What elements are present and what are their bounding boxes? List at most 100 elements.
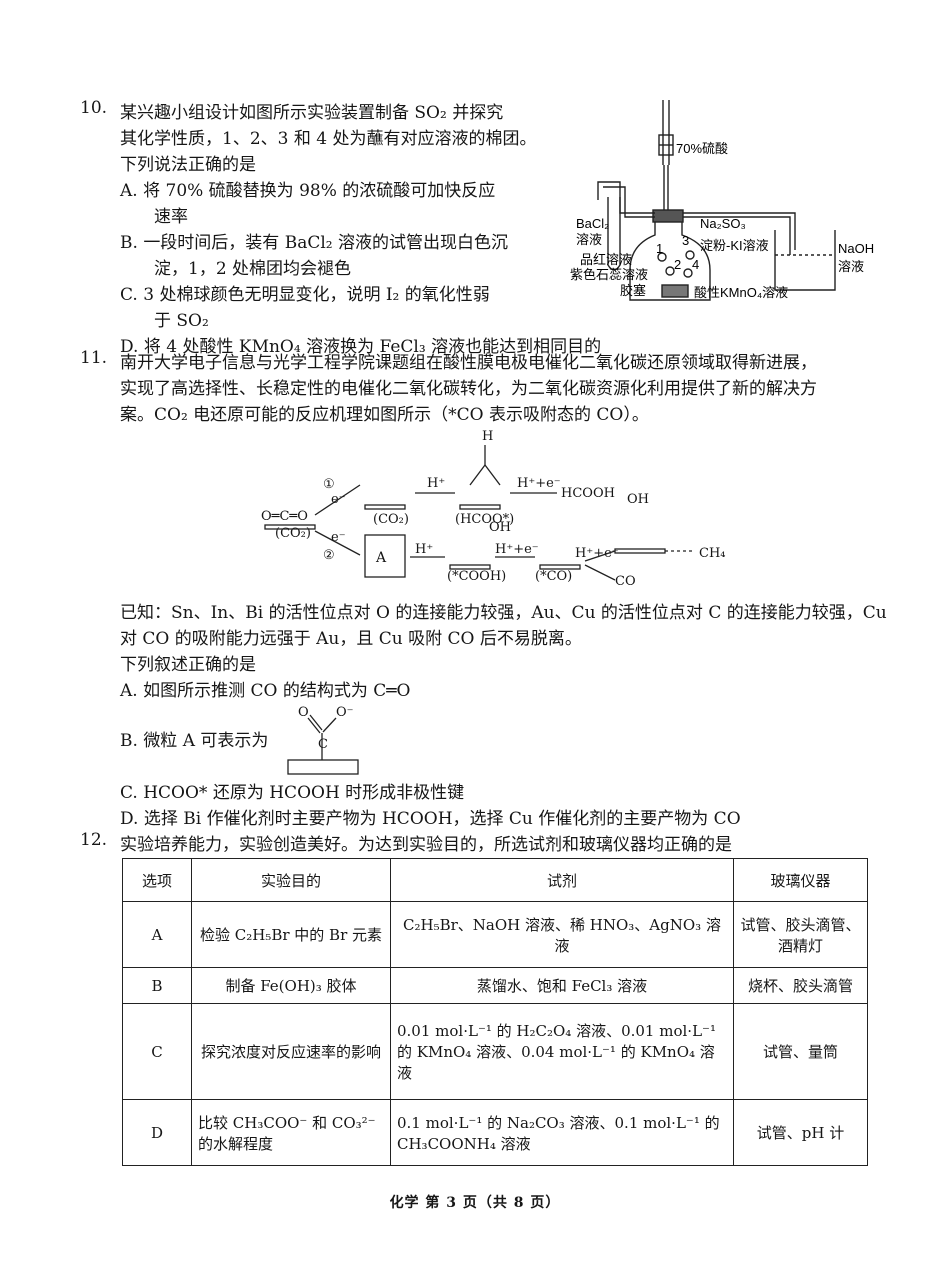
cell-goal: 检验 C₂H₅Br 中的 Br 元素 — [191, 901, 391, 968]
cell-reagent: 0.01 mol·L⁻¹ 的 H₂C₂O₄ 溶液、0.01 mol·L⁻¹ 的 … — [390, 1003, 734, 1100]
q11-stem-line-1: 南开大学电子信息与光学工程学院课题组在酸性膜电极电催化二氧化碳还原领域取得新进展… — [120, 353, 817, 373]
q12-stem: 实验培养能力，实验创造美好。为达到实验目的，所选试剂和玻璃仪器均正确的是 — [120, 835, 732, 855]
label-naoh: NaOH — [838, 241, 874, 256]
option-label: C. — [120, 783, 138, 803]
header-glassware: 玻璃仪器 — [733, 858, 868, 902]
product-ch4: CH₄ — [699, 546, 726, 561]
h-plus-e-3: H⁺+e⁻ — [575, 546, 619, 561]
option-text: 微粒 A 可表示为 — [143, 731, 269, 751]
table-row[interactable]: C 探究浓度对反应速率的影响 0.01 mol·L⁻¹ 的 H₂C₂O₄ 溶液、… — [122, 1003, 868, 1100]
q11-number: 11. — [80, 348, 108, 368]
cell-option: A — [122, 901, 192, 968]
label-kmno4: 酸性KMnO₄溶液 — [694, 285, 788, 300]
h-plus-2: H⁺ — [415, 542, 433, 557]
q11-known-line-1: 已知：Sn、In、Bi 的活性位点对 O 的连接能力较强，Au、Cu 的活性位点… — [120, 603, 887, 623]
cell-glassware: 烧杯、胶头滴管 — [733, 967, 868, 1004]
product-co: CO — [615, 574, 636, 589]
header-goal: 实验目的 — [191, 858, 391, 902]
cooh-label: (*COOH) — [447, 569, 506, 584]
label-starch-ki: 淀粉-KI溶液 — [700, 238, 769, 253]
oxygen-atom: O — [298, 705, 309, 720]
option-label: D. — [120, 337, 139, 357]
header-option: 选项 — [122, 858, 192, 902]
option-text-cont: 淀，1，2 处棉团均会褪色 — [154, 259, 352, 279]
label-bacl2: BaCl₂ — [576, 216, 609, 231]
q10-stem-line-2: 其化学性质，1、2、3 和 4 处为蘸有对应溶液的棉团。 — [120, 129, 537, 149]
option-text: HCOO* 还原为 HCOOH 时形成非极性键 — [143, 783, 465, 803]
option-label: B. — [120, 731, 138, 751]
q10-apparatus-figure: 70%硫酸 BaCl₂ 溶液 Na₂SO₃ 品红溶液 淀粉-KI溶液 紫色石蕊溶… — [570, 100, 874, 301]
cell-glassware: 试管、量筒 — [733, 1003, 868, 1100]
label-1: 1 — [656, 241, 663, 256]
q11-ask: 下列叙述正确的是 — [120, 655, 256, 675]
label-na2so3: Na₂SO₃ — [700, 216, 746, 231]
option-text: 选择 Bi 作催化剂时主要产物为 HCOOH，选择 Cu 作催化剂的主要产物为 … — [143, 809, 741, 829]
oxygen-anion: O⁻ — [336, 705, 354, 720]
option-label: D. — [120, 809, 139, 829]
label-bacl2-solution: 溶液 — [576, 232, 602, 247]
co2-label: (CO₂) — [275, 526, 311, 541]
adsorbed-co2-label: (CO₂) — [373, 512, 409, 527]
q11-known-line-2: 对 CO 的吸附能力远强于 Au，且 Cu 吸附 CO 后不易脱离。 — [120, 629, 582, 649]
header-reagent: 试剂 — [390, 858, 734, 902]
q11-mechanism-scheme: O═C═O (CO₂) ① ② e⁻ e⁻ (CO₂) H⁺ H⁺+e⁻ HCO… — [261, 429, 726, 589]
q10-stem-line-1: 某兴趣小组设计如图所示实验装置制备 SO₂ 并探究 — [120, 103, 504, 123]
cell-option: D — [122, 1099, 192, 1166]
label-pinhong: 品红溶液 — [580, 252, 632, 267]
label-naoh-solution: 溶液 — [838, 259, 864, 274]
option-text-cont: 速率 — [154, 207, 188, 227]
option-text: 一段时间后，装有 BaCl₂ 溶液的试管出现白色沉 — [143, 233, 509, 253]
label-stopper: 胶塞 — [620, 283, 646, 298]
path-2-label: ② — [323, 548, 335, 563]
h-plus-1: H⁺ — [427, 476, 445, 491]
cell-goal: 比较 CH₃COO⁻ 和 CO₃²⁻ 的水解程度 — [191, 1099, 391, 1166]
page-footer: 化学 第 3 页（共 8 页） — [389, 1195, 561, 1211]
q12-table: 选项 实验目的 试剂 玻璃仪器 A 检验 C₂H₅Br 中的 Br 元素 C₂H… — [122, 858, 868, 1166]
label-acid: 70%硫酸 — [676, 141, 728, 156]
h-plus-e-1: H⁺+e⁻ — [517, 476, 561, 491]
cooh-oh: OH — [489, 520, 511, 535]
h-atom: H — [482, 429, 493, 444]
option-text: 如图所示推测 CO 的结构式为 C═O — [143, 681, 411, 701]
label-3: 3 — [682, 233, 689, 248]
cell-goal: 制备 Fe(OH)₃ 胶体 — [191, 967, 391, 1004]
cell-reagent: C₂H₅Br、NaOH 溶液、稀 HNO₃、AgNO₃ 溶液 — [390, 901, 734, 968]
particle-a-label: A — [375, 550, 387, 566]
label-4: 4 — [692, 257, 699, 272]
q11-stem-line-3: 案。CO₂ 电还原可能的反应机理如图所示（*CO 表示吸附态的 CO）。 — [120, 405, 649, 425]
cell-glassware: 试管、pH 计 — [733, 1099, 868, 1166]
path-1-label: ① — [323, 477, 335, 492]
option-label: A. — [120, 681, 138, 701]
hcoo-label: (HCOO*) — [455, 512, 514, 527]
table-header-row: 选项 实验目的 试剂 玻璃仪器 — [122, 858, 868, 902]
table-row[interactable]: B 制备 Fe(OH)₃ 胶体 蒸馏水、饱和 FeCl₃ 溶液 烧杯、胶头滴管 — [122, 967, 868, 1004]
option-text: 将 4 处酸性 KMnO₄ 溶液换为 FeCl₃ 溶液也能达到相同目的 — [143, 337, 602, 357]
q10-stem-line-3: 下列说法正确的是 — [120, 155, 256, 175]
option-text-cont: 于 SO₂ — [154, 311, 209, 331]
cell-reagent: 蒸馏水、饱和 FeCl₃ 溶液 — [390, 967, 734, 1004]
q12-number: 12. — [80, 830, 108, 850]
co-ads-label: (*CO) — [535, 569, 572, 584]
h-plus-e-2: H⁺+e⁻ — [495, 542, 539, 557]
option-text: 3 处棉球颜色无明显变化，说明 I₂ 的氧化性弱 — [143, 285, 490, 305]
option-text: 将 70% 硫酸替换为 98% 的浓硫酸可加快反应 — [143, 181, 496, 201]
cell-glassware: 试管、胶头滴管、酒精灯 — [733, 901, 868, 968]
carbon-atom: C — [318, 737, 328, 752]
cell-reagent: 0.1 mol·L⁻¹ 的 Na₂CO₃ 溶液、0.1 mol·L⁻¹ 的 CH… — [390, 1099, 734, 1166]
cell-goal: 探究浓度对反应速率的影响 — [191, 1003, 391, 1100]
table-row[interactable]: D 比较 CH₃COO⁻ 和 CO₃²⁻ 的水解程度 0.1 mol·L⁻¹ 的… — [122, 1099, 868, 1166]
option-label: A. — [120, 181, 138, 201]
label-litmus: 紫色石蕊溶液 — [570, 267, 648, 282]
q10-number: 10. — [80, 98, 108, 118]
cell-option: B — [122, 967, 192, 1004]
option-label: C. — [120, 285, 138, 305]
table-row[interactable]: A 检验 C₂H₅Br 中的 Br 元素 C₂H₅Br、NaOH 溶液、稀 HN… — [122, 901, 868, 968]
co2-molecule: O═C═O — [261, 509, 308, 524]
option-label: B. — [120, 233, 138, 253]
label-2: 2 — [674, 257, 681, 272]
cell-option: C — [122, 1003, 192, 1100]
oh-group: OH — [627, 492, 649, 507]
q11-option-b-structure: O O⁻ C — [287, 705, 359, 775]
product-hcooh: HCOOH — [561, 486, 615, 501]
q11-stem-line-2: 实现了高选择性、长稳定性的电催化二氧化碳转化，为二氧化碳资源化利用提供了新的解决… — [120, 379, 817, 399]
